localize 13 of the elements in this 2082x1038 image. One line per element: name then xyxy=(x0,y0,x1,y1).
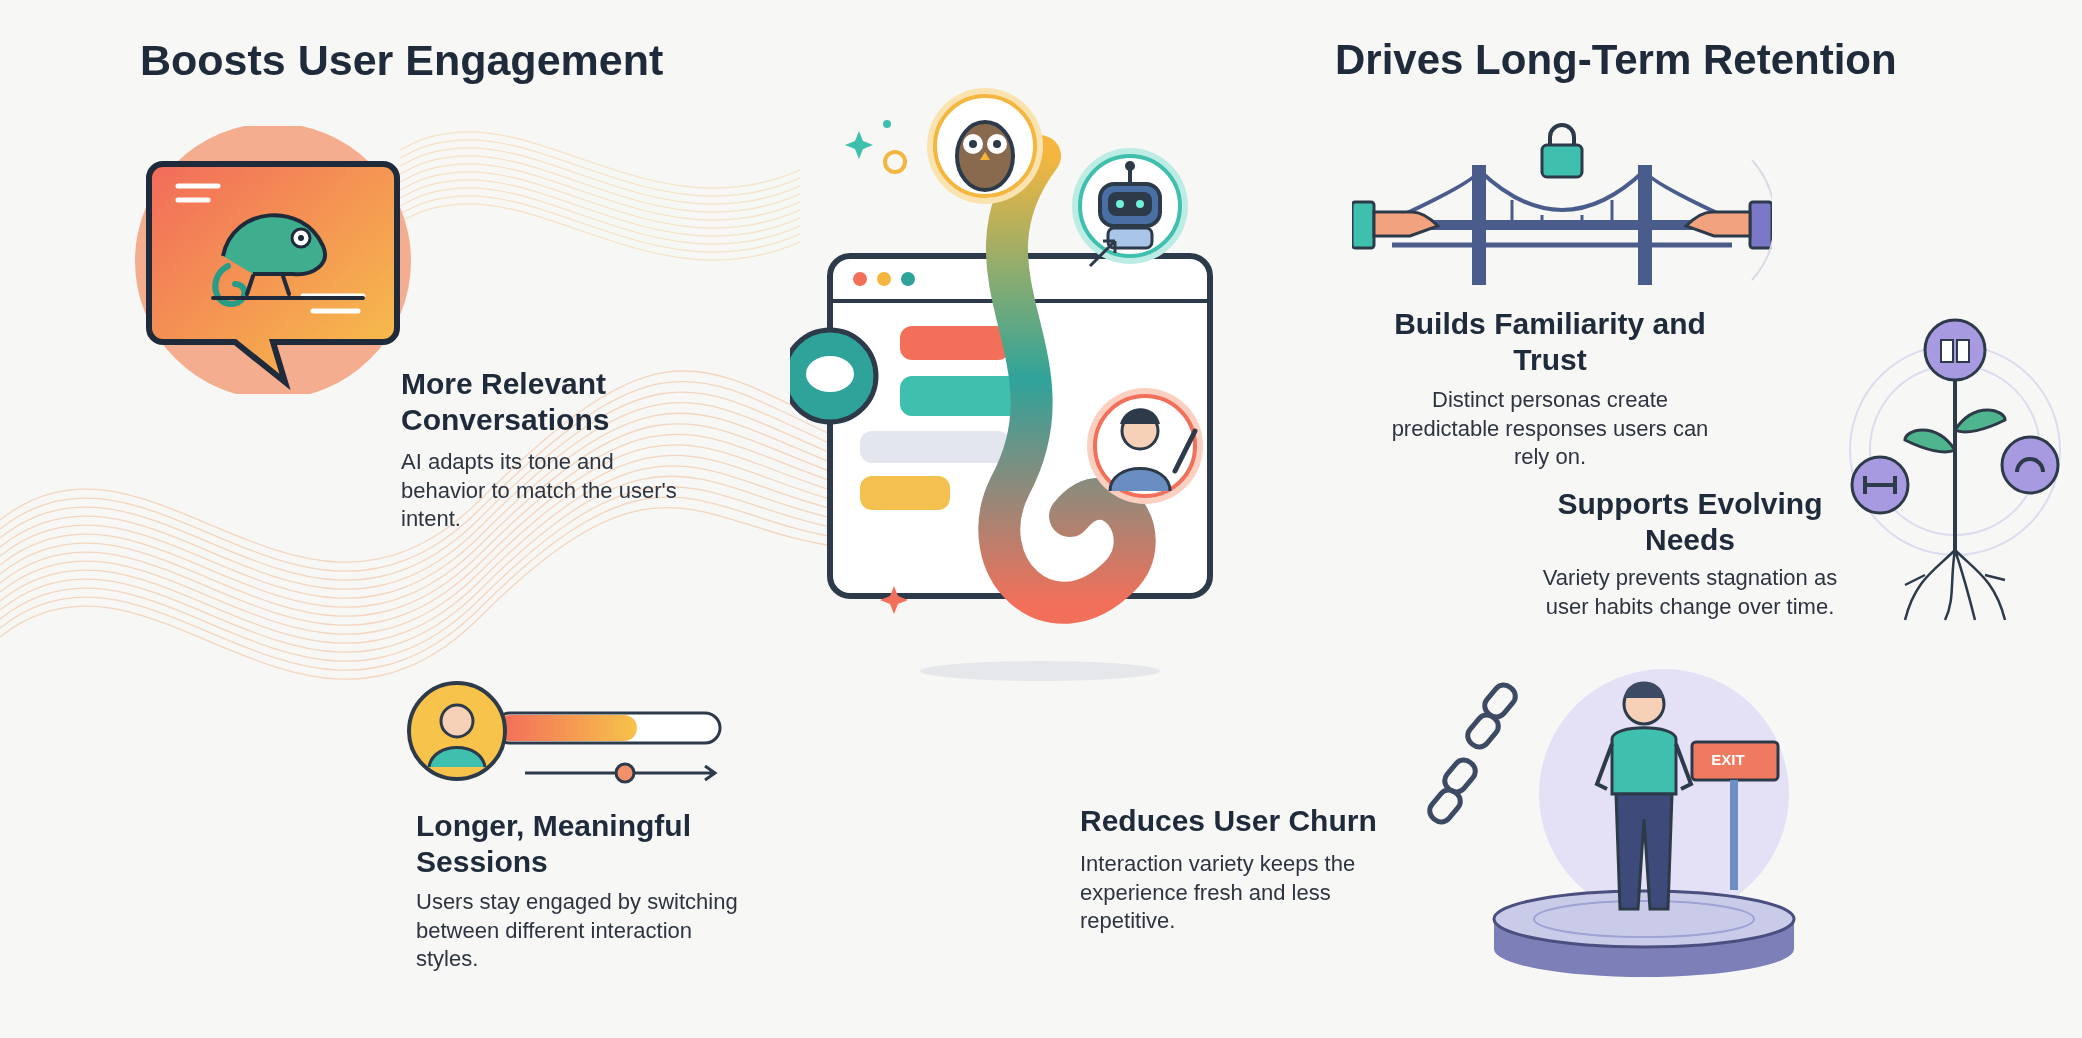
item-description: Variety prevents stagnation as user habits change over time. xyxy=(1541,564,1839,621)
item-heading: More Relevant Conversations xyxy=(401,366,611,438)
item-heading: Supports Evolving Needs xyxy=(1556,486,1824,558)
item-description: Distinct personas create predictable responses users can rely on. xyxy=(1390,386,1710,472)
item-heading: Builds Familiarity and Trust xyxy=(1393,306,1707,378)
sign-text: EXIT xyxy=(1710,750,1746,770)
item-description: Users stay engaged by switching between different interaction styles. xyxy=(416,888,739,974)
item-description: Interaction variety keeps the experience fresh and less repetitive. xyxy=(1080,850,1357,936)
section-heading: Drives Long-Term Retention xyxy=(1335,35,1898,85)
item-heading: Reduces User Churn xyxy=(1080,803,1378,839)
item-heading: Longer, Meaningful Sessions xyxy=(416,808,692,880)
section-heading: Boosts User Engagement xyxy=(140,35,665,86)
item-description: AI adapts its tone and behavior to match the user's intent. xyxy=(401,448,678,534)
